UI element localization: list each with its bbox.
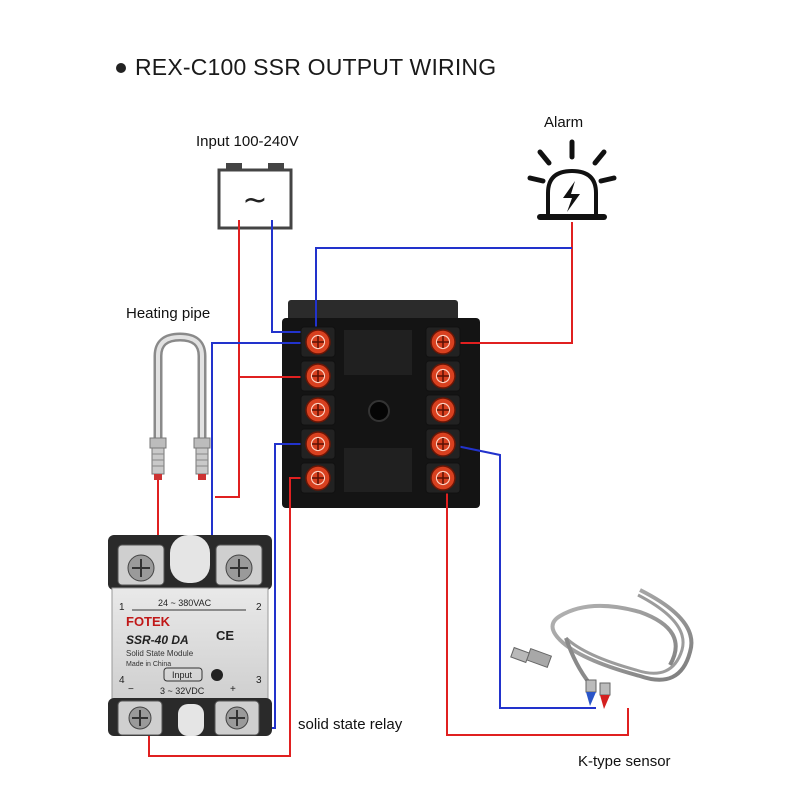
ce-mark: CE xyxy=(216,628,234,643)
solid-state-relay: 1 2 24 ~ 380VAC FOTEK CE SSR-40 DA Solid… xyxy=(108,535,272,736)
ssr-model: SSR-40 DA xyxy=(126,633,189,647)
ssr-type: Solid State Module xyxy=(126,649,194,658)
ssr-terminal-3: 3 xyxy=(256,675,262,686)
terminal-right-10 xyxy=(425,462,461,494)
k-type-sensor-label: K-type sensor xyxy=(578,753,671,770)
ssr-input-label: Input xyxy=(172,670,193,680)
ssr-origin: Made in China xyxy=(126,661,171,668)
ssr-terminal-2: 2 xyxy=(256,602,262,613)
terminal-right-6 xyxy=(425,326,461,358)
terminal-left-2 xyxy=(300,360,336,392)
solid-state-relay-label: solid state relay xyxy=(298,716,403,733)
ssr-ac-range: 24 ~ 380VAC xyxy=(158,598,212,608)
alarm-beacon-icon xyxy=(527,139,617,220)
ssr-terminal-4: 4 xyxy=(119,675,125,686)
heating-pipe xyxy=(149,332,211,480)
ssr-led-indicator xyxy=(211,669,223,681)
title-bullet xyxy=(116,62,126,73)
red-wires xyxy=(148,220,629,757)
ssr-dc-range: 3 ~ 32VDC xyxy=(160,686,205,696)
ssr-terminal-1: 1 xyxy=(119,602,125,613)
controller-mount-hole xyxy=(368,400,390,422)
terminal-left-4 xyxy=(300,428,336,460)
alarm-label: Alarm xyxy=(544,114,584,131)
ac-symbol: ~ xyxy=(242,183,267,218)
terminal-left-5 xyxy=(300,462,336,494)
terminal-left-1 xyxy=(300,326,336,358)
power-supply-icon: ~ xyxy=(217,163,293,230)
ssr-minus: − xyxy=(128,684,134,695)
title-text: REX-C100 SSR OUTPUT WIRING xyxy=(135,54,497,80)
heating-pipe-label: Heating pipe xyxy=(126,305,211,322)
terminal-screws xyxy=(300,326,461,494)
terminal-left-3 xyxy=(300,394,336,426)
diagram-title: REX-C100 SSR OUTPUT WIRING xyxy=(116,54,496,81)
k-type-sensor xyxy=(510,588,694,709)
ssr-brand: FOTEK xyxy=(126,614,171,629)
ssr-plus: + xyxy=(230,684,236,695)
terminal-right-9 xyxy=(425,428,461,460)
terminal-right-8 xyxy=(425,394,461,426)
terminal-right-7 xyxy=(425,360,461,392)
input-voltage-label: Input 100-240V xyxy=(196,133,299,150)
